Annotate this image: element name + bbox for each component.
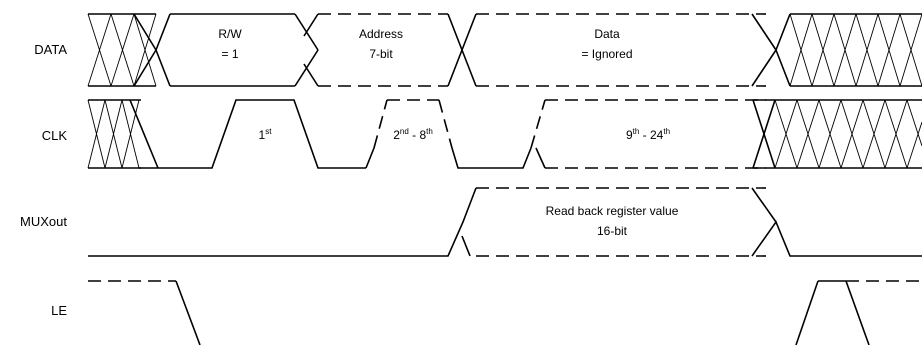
le-waveform bbox=[88, 280, 922, 345]
muxout-waveform: Read back register value 16-bit bbox=[88, 187, 922, 257]
data-data-label: Data bbox=[594, 27, 620, 41]
data-address-label: Address bbox=[359, 27, 403, 41]
data-address-bits bbox=[303, 13, 463, 87]
data-ignored-bits bbox=[461, 13, 777, 87]
muxout-width-label: 16-bit bbox=[597, 224, 628, 238]
clk-pulse-1 bbox=[139, 99, 366, 169]
clk-waveform: 1st 2nd - 8th 9th - 24th bbox=[87, 99, 922, 169]
data-address-width: 7-bit bbox=[369, 47, 393, 61]
muxout-readback-label: Read back register value bbox=[546, 204, 679, 218]
signal-label-le: LE bbox=[51, 303, 67, 318]
clk-pulse-2-8-label: 2nd - 8th bbox=[393, 127, 433, 142]
clk-pulses-2-8 bbox=[365, 99, 766, 169]
signal-label-data: DATA bbox=[34, 42, 67, 57]
data-hatch-start bbox=[87, 13, 157, 87]
signal-label-clk: CLK bbox=[42, 128, 68, 143]
clk-hatch-end bbox=[752, 99, 922, 169]
clk-pulse-1-label: 1st bbox=[259, 127, 273, 142]
data-data-value: = Ignored bbox=[581, 47, 632, 61]
data-rw-value: = 1 bbox=[221, 47, 238, 61]
clk-hatch-start bbox=[87, 99, 159, 169]
data-hatch-end bbox=[775, 13, 922, 87]
clk-pulse-9-24-label: 9th - 24th bbox=[626, 127, 670, 142]
signal-label-muxout: MUXout bbox=[20, 214, 67, 229]
data-waveform: R/W = 1 Address 7-bit Data = Ignored bbox=[87, 13, 922, 87]
data-rw-label: R/W bbox=[218, 27, 242, 41]
